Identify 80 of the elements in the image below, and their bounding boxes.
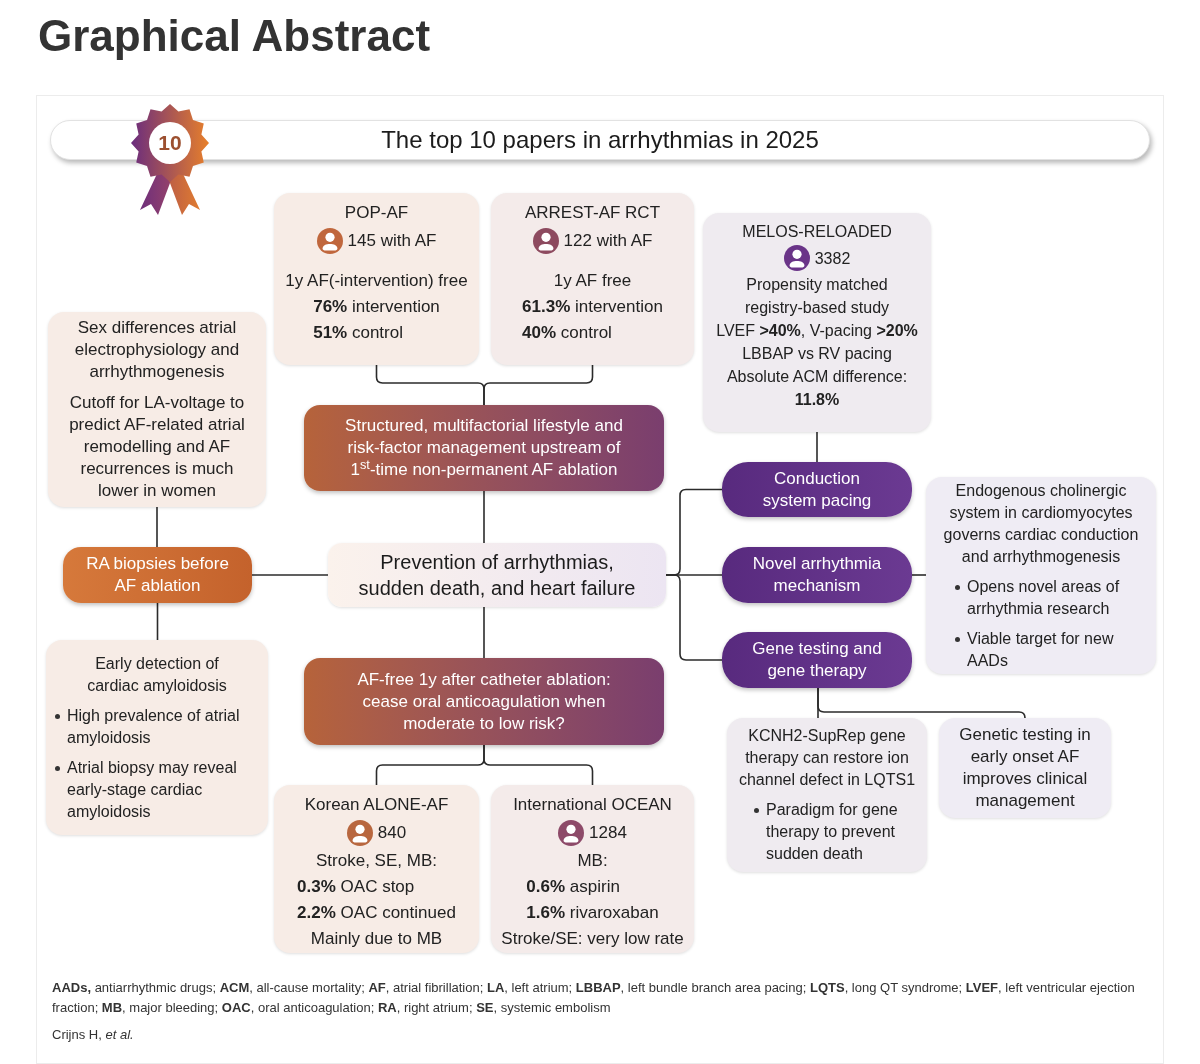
topic-box	[304, 658, 664, 745]
participant-count: 145 with AF	[347, 230, 437, 252]
participant-count: 3382	[814, 248, 851, 269]
result-text: 51% control	[313, 322, 403, 344]
bullet-text: Viable target for new AADs	[967, 628, 1115, 671]
result-text: LVEF >40%, V-pacing >20%	[716, 321, 918, 341]
finding-heading: Genetic testing in early onset AF improves clinical management	[958, 724, 1092, 812]
connector-line	[251, 574, 329, 576]
finding-card	[926, 477, 1156, 674]
result-text: 1y AF free	[553, 270, 632, 292]
finding-heading: Sex differences atrial electrophysiology and arrhythmogenesis	[73, 317, 241, 383]
participant-count: 1284	[589, 822, 627, 844]
result-text: Absolute ACM difference: 11.8%	[725, 367, 909, 410]
result-text: 0.6% aspirin	[526, 876, 620, 898]
connector-line	[665, 574, 723, 661]
connector-line	[817, 687, 1026, 719]
result-text: 2.2% OAC continued	[297, 902, 456, 924]
connector-line	[483, 490, 485, 544]
participant-count: 122 with AF	[563, 230, 653, 252]
topic-text: Structured, multifactorial lifestyle and risk-factor management upstream of 1$^{st}$-time non-permanent AF ablation	[344, 415, 624, 481]
study-name: International OCEAN	[513, 794, 672, 816]
result-text: 61.3% intervention	[522, 296, 663, 318]
result-text: LBBAP vs RV pacing	[742, 344, 892, 364]
connector-line	[156, 506, 158, 548]
finding-heading: Endogenous cholinergic system in cardiomyocytes governs cardiac conduction and arrhythmogenesis	[942, 480, 1140, 567]
study-card	[274, 193, 479, 365]
connector-line	[483, 744, 594, 786]
result-text: 1y AF(-intervention) free	[285, 270, 468, 292]
study-name: Korean ALONE-AF	[304, 794, 449, 816]
finding-card	[727, 718, 927, 872]
result-text: 76% intervention	[313, 296, 440, 318]
topic-text: AF-free 1y after catheter ablation: cease oral anticoagulation when moderate to low risk?	[356, 668, 612, 735]
result-text: 40% control	[522, 322, 612, 344]
topic-label: RA biopsies before AF ablation	[85, 553, 230, 597]
result-text: 0.3% OAC stop	[297, 876, 415, 898]
banner-title: The top 10 papers in arrhythmias in 2025	[381, 125, 819, 155]
study-card	[491, 785, 694, 953]
bullet-text: Paradigm for gene therapy to prevent sudden death	[766, 800, 899, 864]
abbreviations-text: AADs, antiarrhythmic drugs; ACM, all-cause mortality; AF, atrial fibrillation; LA, left atrium; LBBAP, left bundle branch area pacing; LQTS, long QT syndrome; LVEF, left ventricular ejection fraction; MB, major bleeding; OAC, oral anticoagulation; RA, right atrium; SE, systemic embolism	[52, 979, 1136, 1017]
topic-label: Gene testing and gene therapy	[751, 638, 883, 682]
study-name: MELOS-RELOADED	[742, 222, 892, 242]
finding-card	[939, 718, 1111, 818]
topic-label: Conduction system pacing	[761, 467, 873, 512]
central-theme-box	[328, 543, 666, 607]
result-text: MB:	[577, 850, 608, 872]
result-text: Mainly due to MB	[310, 928, 443, 950]
connector-line	[911, 574, 927, 576]
finding-heading: KCNH2-SupRep gene therapy can restore ion channel defect in LQTS1	[737, 726, 917, 790]
bullet-text: High prevalence of atrial amyloidosis	[67, 705, 241, 748]
connector-line	[483, 364, 594, 406]
bullet-text: Atrial biopsy may reveal early-stage cardiac amyloidosis	[67, 757, 238, 822]
result-text: Propensity matched registry-based study	[743, 275, 891, 318]
connector-line	[156, 602, 159, 641]
result-text: 1.6% rivaroxaban	[526, 902, 659, 924]
connector-line	[816, 431, 818, 463]
result-text: Stroke, SE, MB:	[316, 850, 437, 872]
bullet-text: Opens novel areas of arrhythmia research	[967, 576, 1121, 619]
finding-card	[46, 640, 268, 835]
topic-pill	[63, 547, 252, 603]
study-card	[274, 785, 479, 953]
connector-line	[483, 606, 485, 659]
page-title: Graphical Abstract	[38, 10, 431, 62]
study-name: POP-AF	[344, 202, 409, 224]
central-theme-text: Prevention of arrhythmias, sudden death, and heart failure	[357, 550, 637, 601]
topic-label: Novel arrhythmia mechanism	[751, 553, 883, 597]
participant-count: 840	[377, 822, 407, 844]
finding-text: Cutoff for LA-voltage to predict AF-related atrial remodelling and AF recurrences is much lower in women	[68, 392, 246, 502]
topic-pill	[722, 547, 912, 603]
title-banner	[50, 120, 1150, 160]
study-card	[703, 213, 931, 432]
topic-pill	[722, 632, 912, 688]
citation-text: Crijns H, et al.	[52, 1026, 134, 1044]
study-name: ARREST-AF RCT	[524, 202, 661, 224]
topic-box	[304, 405, 664, 491]
finding-heading: Early detection of cardiac amyloidosis	[86, 653, 228, 696]
study-card	[491, 193, 694, 365]
topic-pill	[722, 462, 912, 517]
result-text: Stroke/SE: very low rate	[501, 928, 684, 950]
badge-number: 10	[157, 130, 183, 157]
finding-card	[48, 312, 266, 507]
